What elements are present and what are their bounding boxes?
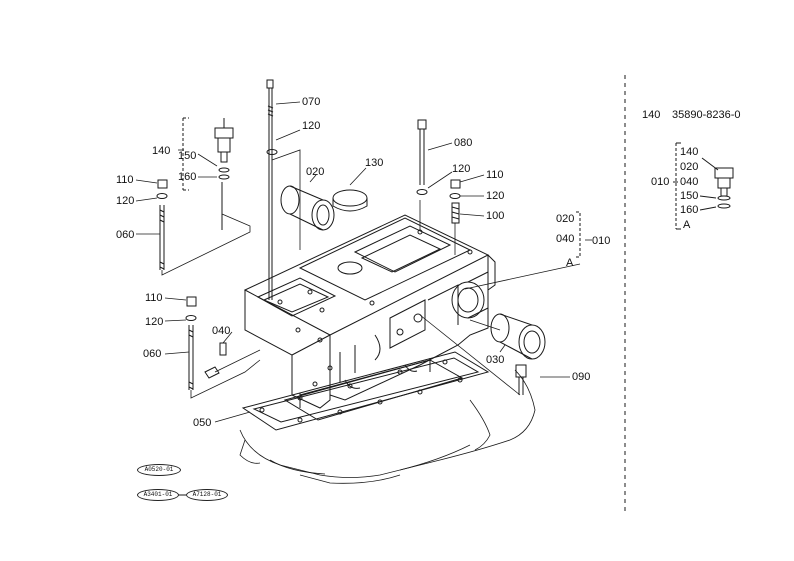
callout-160: 160 [178, 171, 197, 183]
callout-080: 080 [454, 137, 473, 149]
callout-040: 040 [212, 325, 231, 337]
callout-040-b: 040 [556, 233, 575, 245]
bracket-140 [183, 118, 189, 190]
inset-callout-140: 140 [680, 146, 699, 158]
plug-090 [516, 365, 526, 395]
leader-lines [136, 102, 592, 422]
stud-060-upper [157, 180, 167, 270]
ref-code-a7128: A7128-01 [186, 489, 228, 501]
pin-040 [220, 343, 226, 355]
inset-callout-A: A [683, 219, 691, 231]
inset-assembly [673, 143, 733, 229]
bolt-070 [267, 80, 273, 300]
callout-050: 050 [193, 417, 212, 429]
inset-callout-020: 020 [680, 161, 699, 173]
callout-070: 070 [302, 96, 321, 108]
callout-110-a: 110 [486, 169, 504, 181]
callout-120-d: 120 [116, 195, 135, 207]
callout-110-c: 110 [145, 292, 163, 304]
callout-A: A [566, 257, 574, 269]
pin-040-housing [205, 367, 219, 378]
callout-110-b: 110 [116, 174, 134, 186]
inset-callout-150: 150 [680, 190, 699, 202]
inset-callout-010: 010 [651, 176, 670, 188]
gear-case-housing [245, 215, 495, 408]
sleeve-030 [491, 314, 545, 359]
inset-header-number: 140 [642, 109, 661, 121]
stud-100 [452, 203, 459, 223]
oil-pan [285, 358, 462, 420]
callout-020: 020 [306, 166, 325, 178]
callout-120-e: 120 [145, 316, 164, 328]
ref-code-a0520: A0520-01 [137, 464, 181, 476]
ref-code-a3401: A3401-01 [137, 489, 179, 501]
sleeve-020 [281, 186, 334, 230]
callout-020-b: 020 [556, 213, 575, 225]
callout-010: 010 [592, 235, 611, 247]
callout-130: 130 [365, 157, 384, 169]
inset-header-part-number: 35890-8236-0 [672, 109, 741, 121]
sensor-140 [215, 118, 233, 230]
callout-140: 140 [152, 145, 171, 157]
inset-callout-160: 160 [680, 204, 699, 216]
callout-120-b: 120 [452, 163, 471, 175]
washer-120-c [450, 194, 460, 199]
callout-030: 030 [486, 354, 505, 366]
inset-callout-040: 040 [680, 176, 699, 188]
bracket-010 [576, 212, 580, 257]
washer-120-b [417, 190, 427, 195]
callout-060-a: 060 [116, 229, 135, 241]
nut-110-a [451, 180, 460, 188]
callout-150: 150 [178, 150, 197, 162]
callout-060-b: 060 [143, 348, 162, 360]
callout-100: 100 [486, 210, 505, 222]
stud-060-lower [186, 297, 196, 390]
callout-120-a: 120 [302, 120, 321, 132]
bolt-080 [418, 120, 426, 185]
washer-120-a [267, 150, 277, 155]
callout-090: 090 [572, 371, 591, 383]
cap-130 [333, 190, 367, 211]
engine-block-outline [240, 370, 535, 483]
callout-120-c: 120 [486, 190, 505, 202]
gasket-050 [243, 352, 488, 430]
